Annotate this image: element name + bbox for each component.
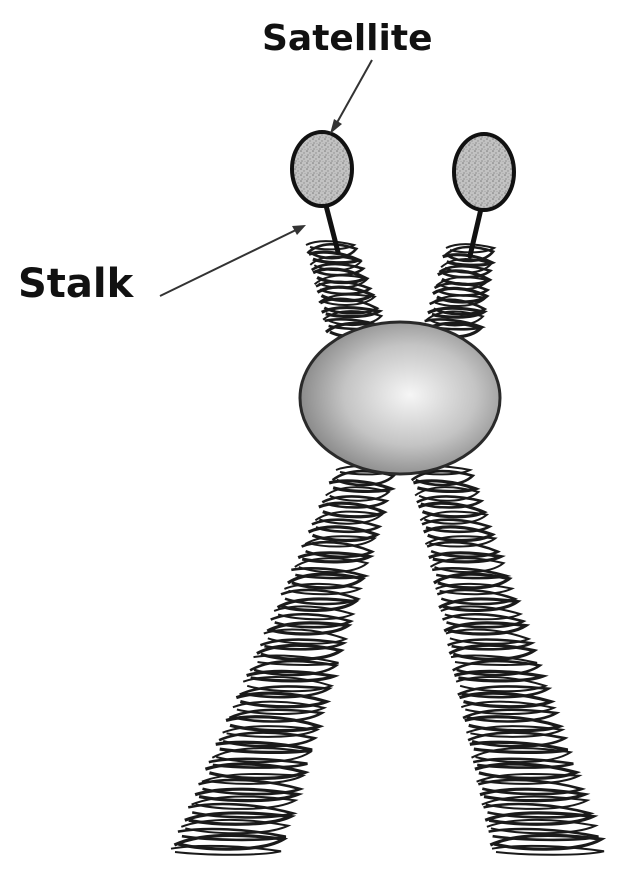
satellite-label: Satellite — [262, 18, 433, 59]
right-satellite — [454, 134, 514, 210]
lower-left-arm — [171, 466, 396, 855]
satellite-arrow — [330, 60, 372, 134]
upper-right-arm — [423, 244, 494, 337]
upper-left-arm — [306, 241, 386, 337]
left-satellite — [292, 132, 352, 206]
lower-right-arm — [410, 466, 604, 855]
stalk-label: Stalk — [18, 261, 135, 307]
centromere — [300, 322, 500, 474]
stalk-arrow — [160, 225, 306, 296]
